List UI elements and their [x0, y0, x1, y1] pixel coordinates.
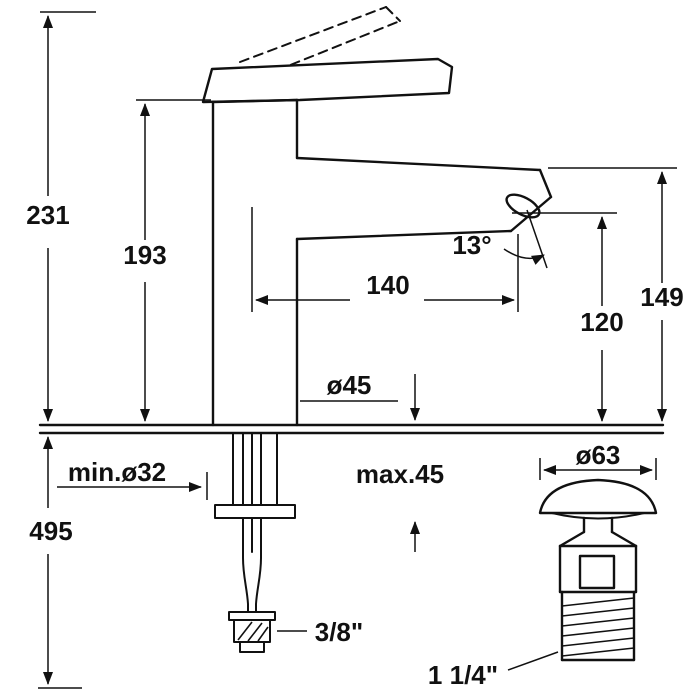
dim-total-height-label: 231 [26, 200, 69, 230]
extension-lines [38, 11, 677, 689]
faucet-drawing [201, 6, 553, 427]
lever-handle [201, 57, 454, 104]
dim-waste-cap-label: ø63 [576, 440, 621, 470]
dim-max-thickness-label: max.45 [356, 459, 444, 489]
cap-rim [551, 512, 645, 520]
aerator-outlet [505, 193, 541, 219]
dim-outlet-height-label: 120 [580, 307, 623, 337]
dimension-lines [43, 15, 667, 685]
faucet-body [211, 98, 299, 427]
mounting-flange [214, 504, 296, 519]
dim-spout-top-height-label: 149 [640, 282, 683, 312]
countertop-line [38, 423, 665, 435]
dim-supply-connection-label: 3/8" [315, 617, 363, 647]
threaded-tailpiece [560, 590, 636, 662]
supply-hoses [242, 517, 262, 613]
waste-body [558, 516, 638, 594]
mounting-shank [232, 433, 278, 506]
dim-body-height-label: 193 [123, 240, 166, 270]
dim-waste-connection-label: 1 1/4" [428, 660, 498, 690]
below-deck-parts [214, 433, 296, 653]
stream-angle-indicator [503, 209, 548, 269]
spout [295, 156, 553, 241]
drain-assembly-drawing [538, 478, 658, 662]
dim-stream-angle-label: 13° [452, 230, 491, 260]
supply-hose-nut [228, 611, 276, 653]
dim-base-diameter-label: ø45 [327, 370, 372, 400]
dim-spout-reach-label: 140 [366, 270, 409, 300]
dim-below-deck-label: 495 [29, 516, 72, 546]
dim-min-hole-label: min.ø32 [68, 457, 166, 487]
popup-cap [538, 478, 658, 515]
overflow-slot [578, 554, 616, 590]
